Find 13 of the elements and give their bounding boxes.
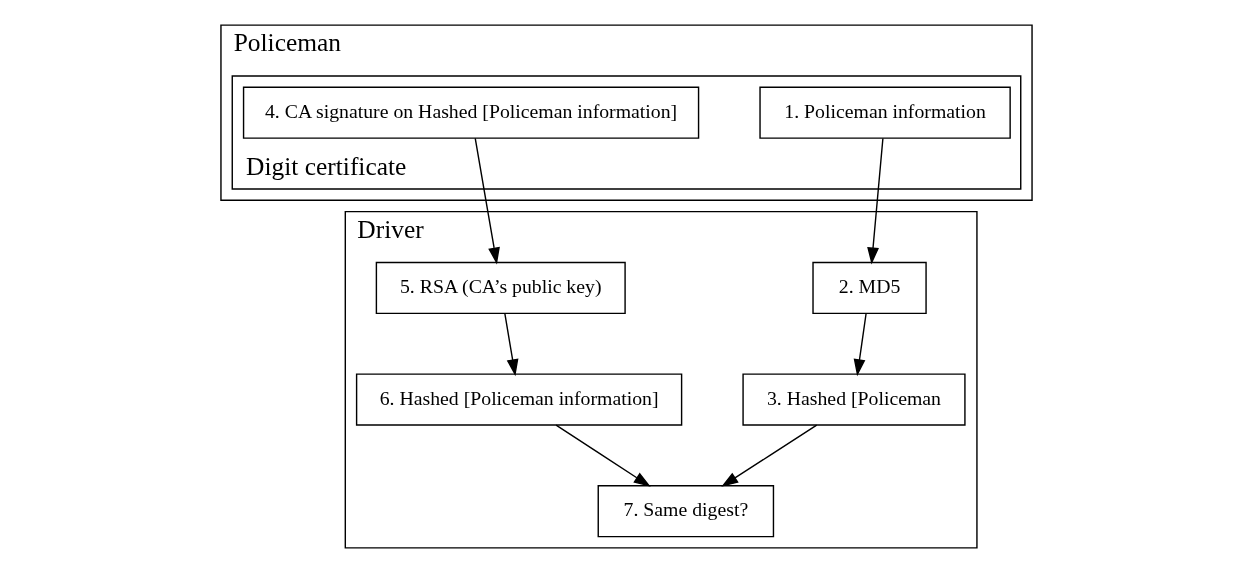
arrow: [555, 424, 651, 487]
arrow: [474, 137, 500, 265]
node-box: 2. MD5: [812, 261, 927, 315]
node-box: 1. Policeman information: [759, 86, 1011, 139]
arrow: [867, 137, 884, 265]
node-box: 5. RSA (CA’s public key): [375, 261, 626, 315]
arrow: [853, 312, 867, 377]
node-box: 4. CA signature on Hashed [Policeman information]: [242, 86, 700, 139]
node-box: 6. Hashed [Policeman information]: [355, 373, 683, 426]
arrow: [721, 424, 818, 487]
node-box: 7. Same digest?: [597, 485, 775, 538]
arrow: [504, 312, 519, 377]
node-box: 3. Hashed [Policeman: [742, 373, 966, 426]
